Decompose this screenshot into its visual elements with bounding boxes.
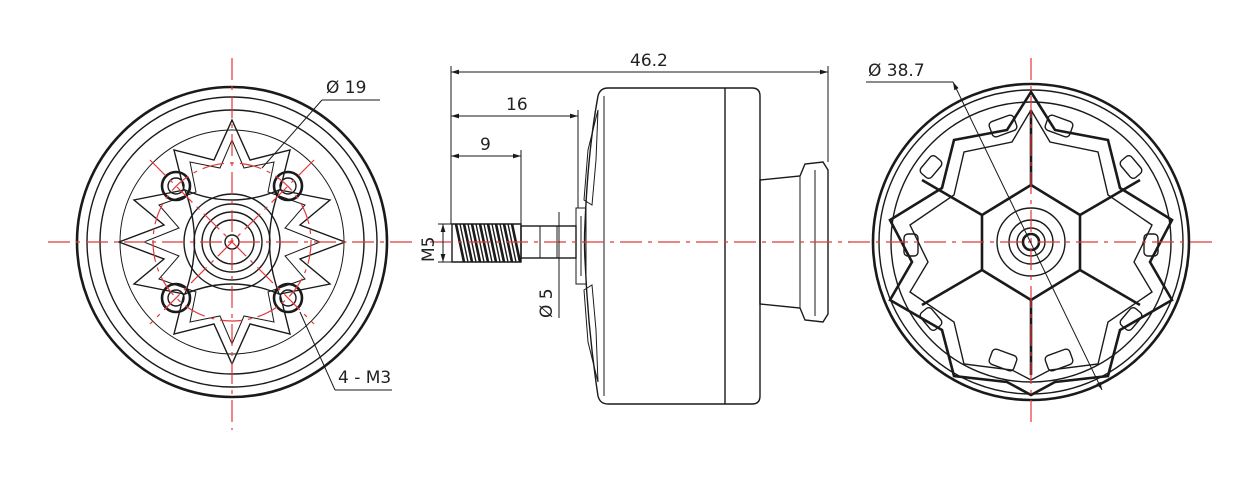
hole-circle-diameter-label: Ø 19 bbox=[326, 78, 366, 98]
rotor-view bbox=[848, 58, 1215, 428]
base-view bbox=[48, 58, 415, 430]
thread bbox=[454, 223, 522, 263]
outer-diameter-label: Ø 38.7 bbox=[868, 61, 925, 81]
thread-size-label: M5 bbox=[419, 237, 439, 262]
overall-length-label: 46.2 bbox=[630, 51, 668, 71]
shaft-to-base-label: 16 bbox=[506, 95, 528, 115]
mount-holes bbox=[160, 170, 304, 314]
mount-holes-label: 4 - M3 bbox=[338, 368, 391, 388]
rotor-fins bbox=[575, 109, 599, 383]
side-view bbox=[430, 66, 850, 405]
shaft-diameter-label: Ø 5 bbox=[537, 288, 557, 318]
thread-length-label: 9 bbox=[480, 135, 491, 155]
